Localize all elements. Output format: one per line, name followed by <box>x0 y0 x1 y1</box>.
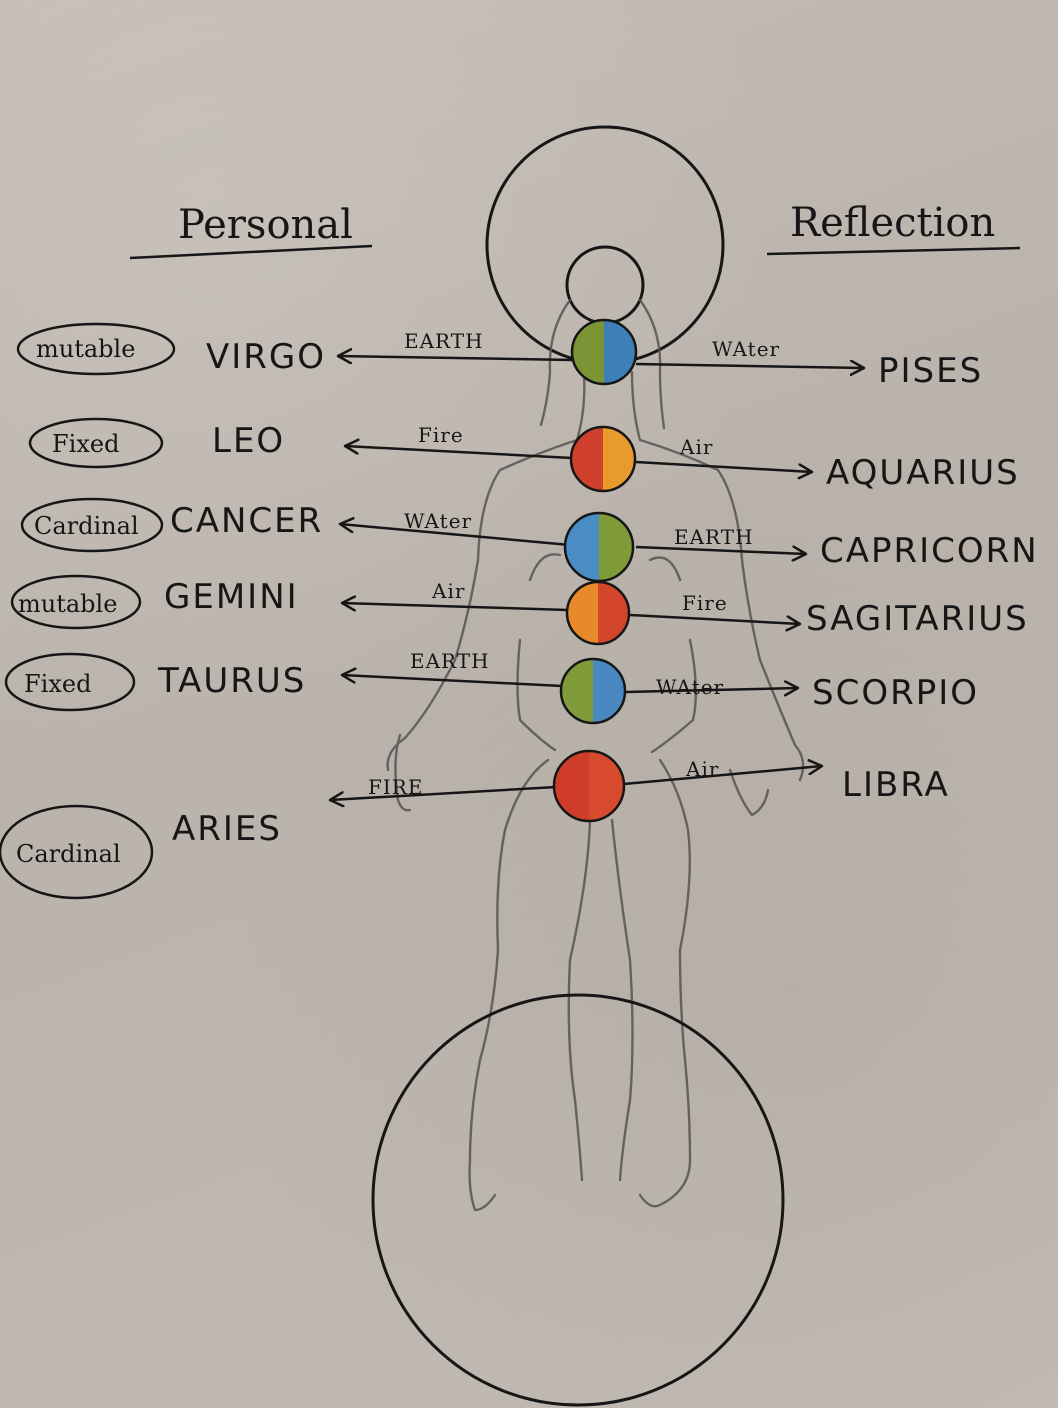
modality-label: Cardinal <box>34 512 139 540</box>
ball-right-half <box>599 513 633 581</box>
row-1: mutable VIRGO EARTH WAter PISES <box>16 318 983 391</box>
ball-right-half <box>593 659 625 723</box>
left-arrow <box>345 446 573 460</box>
modality-oval <box>4 652 136 712</box>
row-2: Fixed LEO Fire Air AQUARIUS <box>28 417 1020 493</box>
right-arrow <box>635 460 812 472</box>
ball-left-half <box>565 513 599 581</box>
ball-right-half <box>598 582 629 644</box>
left-arrow <box>342 603 569 610</box>
left-element: EARTH <box>404 329 484 353</box>
chakra-ball <box>559 657 627 725</box>
modality-oval <box>16 322 176 376</box>
modality-label: Cardinal <box>16 840 121 868</box>
modality-oval <box>10 574 142 630</box>
header-personal-underline <box>129 244 373 260</box>
ball-left-half <box>554 751 589 821</box>
modality-label: Fixed <box>52 430 119 458</box>
chakra-ball <box>563 511 635 583</box>
left-element: FIRE <box>368 775 423 799</box>
ball-outline <box>565 580 631 646</box>
right-element: WAter <box>656 675 724 699</box>
row-3: Cardinal CANCER WAter EARTH CAPRICORN <box>20 497 1039 583</box>
ball-right-half <box>604 320 636 384</box>
left-arrow <box>330 785 557 800</box>
modality-label: mutable <box>18 590 117 618</box>
left-sign: TAURUS <box>157 661 306 701</box>
right-arrow <box>625 688 798 692</box>
modality-label: mutable <box>36 335 135 363</box>
head-circle <box>565 245 645 325</box>
left-sign: LEO <box>212 421 285 461</box>
ball-outline <box>569 425 637 493</box>
right-element: Fire <box>682 591 728 615</box>
right-sign: CAPRICORN <box>820 531 1039 571</box>
ball-outline <box>570 318 638 386</box>
ball-right-half <box>603 427 635 491</box>
header-reflection: Reflection <box>790 200 995 246</box>
ball-left-half <box>561 659 593 723</box>
ball-left-half <box>571 427 603 491</box>
left-element: Air <box>431 579 465 603</box>
right-arrow <box>635 364 864 368</box>
left-element: WAter <box>404 509 472 533</box>
right-sign: AQUARIUS <box>826 453 1020 493</box>
row-6: Cardinal ARIES FIRE Air LIBRA <box>0 749 950 900</box>
chakra-ball <box>569 425 637 493</box>
ground-circle <box>371 993 785 1407</box>
modality-oval <box>20 497 164 553</box>
modality-oval <box>0 804 154 900</box>
left-sign: VIRGO <box>206 337 326 377</box>
ball-left-half <box>567 582 598 644</box>
left-arrow <box>340 524 571 547</box>
right-sign: SCORPIO <box>812 673 979 713</box>
chakra-ball <box>552 749 626 823</box>
left-sign: GEMINI <box>164 577 299 617</box>
header-reflection-underline <box>766 246 1021 256</box>
ball-outline <box>552 749 626 823</box>
row-4: mutable GEMINI Air Fire SAGITARIUS <box>10 574 1029 646</box>
row-5: Fixed TAURUS EARTH WAter SCORPIO <box>4 649 979 725</box>
left-sign: ARIES <box>172 809 282 849</box>
left-arrow <box>342 675 563 688</box>
right-arrow <box>623 766 822 786</box>
right-arrow <box>635 547 806 554</box>
right-element: WAter <box>712 337 780 361</box>
modality-oval <box>28 417 164 469</box>
left-sign: CANCER <box>170 501 323 541</box>
modality-label: Fixed <box>24 670 91 698</box>
ball-left-half <box>572 320 604 384</box>
header-personal: Personal <box>178 202 353 248</box>
left-element: Fire <box>418 423 464 447</box>
chakra-ball <box>565 580 631 646</box>
right-sign: PISES <box>878 351 983 391</box>
ball-right-half <box>589 751 624 821</box>
right-element: Air <box>685 757 719 781</box>
right-sign: LIBRA <box>842 765 950 805</box>
right-element: Air <box>679 435 713 459</box>
left-arrow <box>338 356 573 360</box>
right-element: EARTH <box>674 525 754 549</box>
right-arrow <box>629 613 800 624</box>
ball-outline <box>559 657 627 725</box>
right-sign: SAGITARIUS <box>806 599 1029 639</box>
chakra-ball <box>570 318 638 386</box>
left-element: EARTH <box>410 649 490 673</box>
